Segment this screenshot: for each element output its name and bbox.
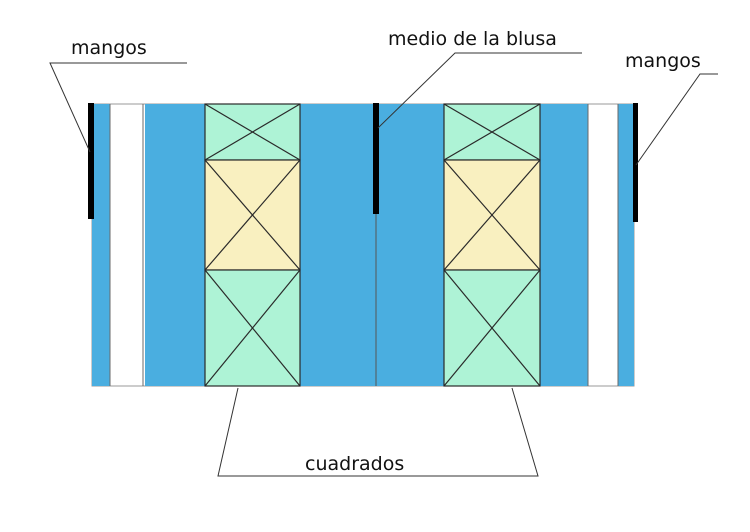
leader-squares	[217, 387, 539, 477]
marker-bar-center	[373, 103, 379, 214]
stripe-blue-left-edge	[92, 104, 110, 386]
square-column-left	[204, 103, 301, 387]
marker-bar-right	[633, 103, 638, 222]
stripe-blue-center-left	[300, 104, 376, 386]
leader-sleeve-right	[635, 73, 718, 166]
marker-bar-left	[88, 103, 94, 219]
leader-lines	[49, 52, 718, 477]
label-sleeve-left: mangos	[71, 37, 147, 59]
label-sleeve-right: mangos	[625, 50, 701, 72]
stripe-blue-left	[145, 104, 205, 386]
label-center: medio de la blusa	[388, 28, 557, 50]
square-column-right	[443, 103, 541, 387]
stripe-blue-center-right	[376, 104, 444, 386]
stripe-blue-right-edge	[618, 104, 634, 386]
stripe-blue-right	[540, 104, 588, 386]
leader-sleeve-left	[49, 62, 187, 153]
leader-center	[377, 52, 582, 129]
label-squares: cuadrados	[305, 453, 404, 475]
